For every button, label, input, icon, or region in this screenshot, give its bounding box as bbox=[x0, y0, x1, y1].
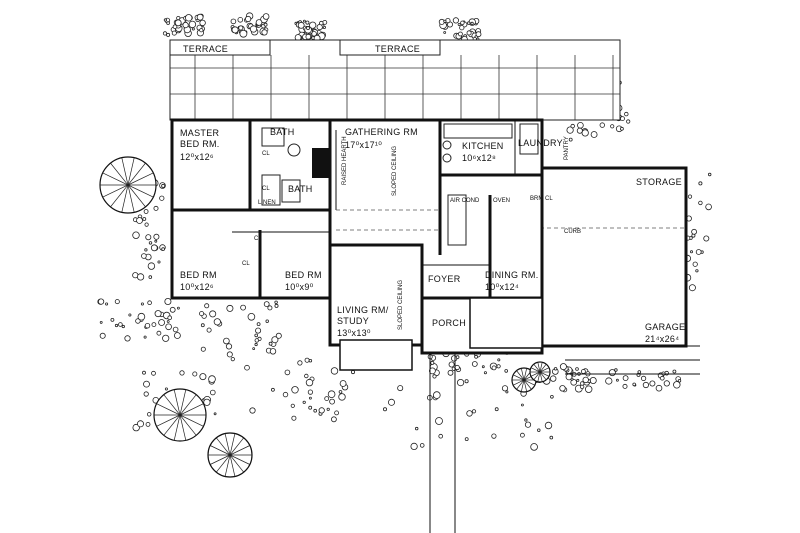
broom-closet-label: BRM CL bbox=[530, 196, 553, 202]
bed1-size: 10⁰x12⁶ bbox=[180, 282, 214, 292]
raised-hearth-label: RAISED HEARTH bbox=[342, 136, 348, 185]
kitchen-label: KITCHEN bbox=[462, 141, 504, 151]
terrace-right-label: TERRACE bbox=[375, 44, 420, 54]
master-label-1: MASTER bbox=[180, 128, 220, 138]
sloped-ceiling-label-1: SLOPED CEILING bbox=[392, 146, 398, 196]
closet-label-3: CL bbox=[254, 236, 262, 242]
foyer-label: FOYER bbox=[428, 274, 461, 284]
dining-label: DINING RM. bbox=[485, 270, 539, 280]
terrace-area bbox=[169, 39, 621, 121]
curb-label: CURB bbox=[564, 229, 581, 235]
sloped-ceiling-label-2: SLOPED CEILING bbox=[398, 280, 404, 330]
kitchen-size: 10⁶x12⁸ bbox=[462, 153, 496, 163]
dining-size: 10⁰x12⁴ bbox=[485, 282, 519, 292]
bath-top-label: BATH bbox=[270, 127, 295, 137]
porch-label: PORCH bbox=[432, 318, 466, 328]
room-labels: TERRACE TERRACE MASTER BED RM. 12⁰x12⁶ B… bbox=[180, 44, 685, 344]
garage-label: GARAGE bbox=[645, 322, 685, 332]
laundry-label: LAUNDRY bbox=[518, 138, 563, 148]
storage-label: STORAGE bbox=[636, 177, 682, 187]
living-size: 13⁰x13⁰ bbox=[337, 328, 371, 338]
bed2-size: 10⁰x9⁰ bbox=[285, 282, 314, 292]
pantry-label: PANTRY bbox=[564, 136, 570, 160]
master-label-2: BED RM. bbox=[180, 139, 220, 149]
oven-label: OVEN bbox=[493, 198, 510, 204]
gathering-label: GATHERING RM bbox=[345, 127, 418, 137]
closet-label-2: CL bbox=[262, 186, 270, 192]
house-walls bbox=[170, 118, 544, 371]
linen-label: LINEN bbox=[258, 200, 276, 206]
master-size: 12⁰x12⁶ bbox=[180, 152, 214, 162]
gathering-size: 17⁰x17¹⁰ bbox=[345, 140, 382, 150]
bed2-label: BED RM bbox=[285, 270, 322, 280]
closet-label-4: CL bbox=[242, 261, 250, 267]
bed1-label: BED RM bbox=[180, 270, 217, 280]
garage-area bbox=[429, 166, 700, 533]
air-cond-label: AIR COND bbox=[450, 198, 480, 204]
living-label-1: LIVING RM/ bbox=[337, 305, 389, 315]
living-label-2: STUDY bbox=[337, 316, 369, 326]
terrace-left-label: TERRACE bbox=[183, 44, 228, 54]
garage-size: 21⁴x26⁴ bbox=[645, 334, 679, 344]
closet-label-1: CL bbox=[262, 151, 270, 157]
bath-mid-label: BATH bbox=[288, 184, 313, 194]
